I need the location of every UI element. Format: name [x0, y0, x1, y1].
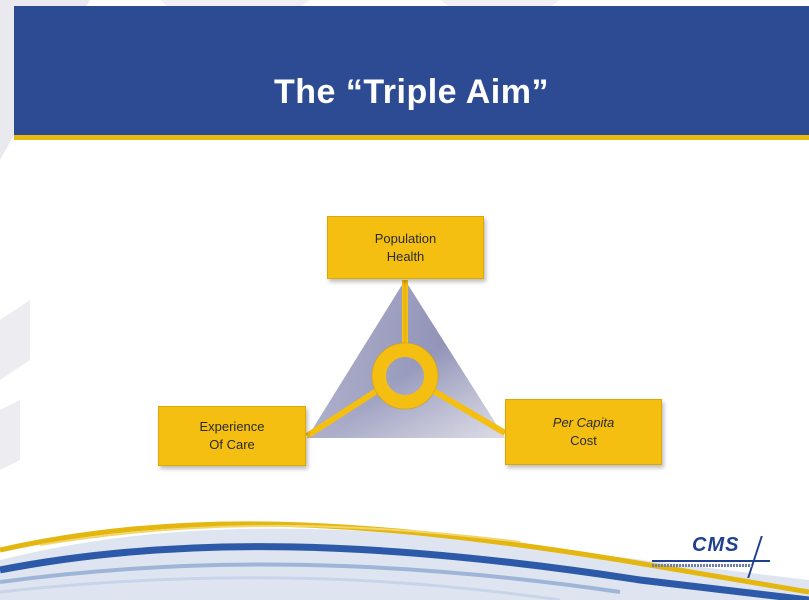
node-top-line-2: Health: [386, 248, 425, 264]
cms-logo-tagline: [652, 564, 752, 567]
node-right-line-2: Cost: [570, 433, 597, 448]
node-per-capita-cost: Per Capita Cost: [505, 399, 662, 465]
node-experience-of-care: Experience Of Care: [158, 406, 306, 466]
footer-swoosh: [0, 521, 809, 600]
connector-left: [305, 387, 380, 439]
cms-logo-icon: [747, 536, 763, 578]
slide-title: The “Triple Aim”: [273, 73, 549, 111]
cms-logo-text: CMS: [692, 534, 740, 556]
node-population-health: Population Health: [327, 216, 484, 279]
center-ring: [372, 343, 438, 409]
connector-right: [430, 387, 507, 436]
node-right-line-1: Per Capita: [552, 415, 615, 430]
cms-logo-rule: [652, 560, 770, 562]
title-banner: The “Triple Aim”: [14, 6, 809, 140]
node-left-line-1: Experience: [199, 419, 265, 434]
node-top-line-1: Population: [374, 230, 437, 246]
cms-logo: CMS: [652, 534, 770, 582]
node-left-line-2: Of Care: [209, 437, 255, 452]
